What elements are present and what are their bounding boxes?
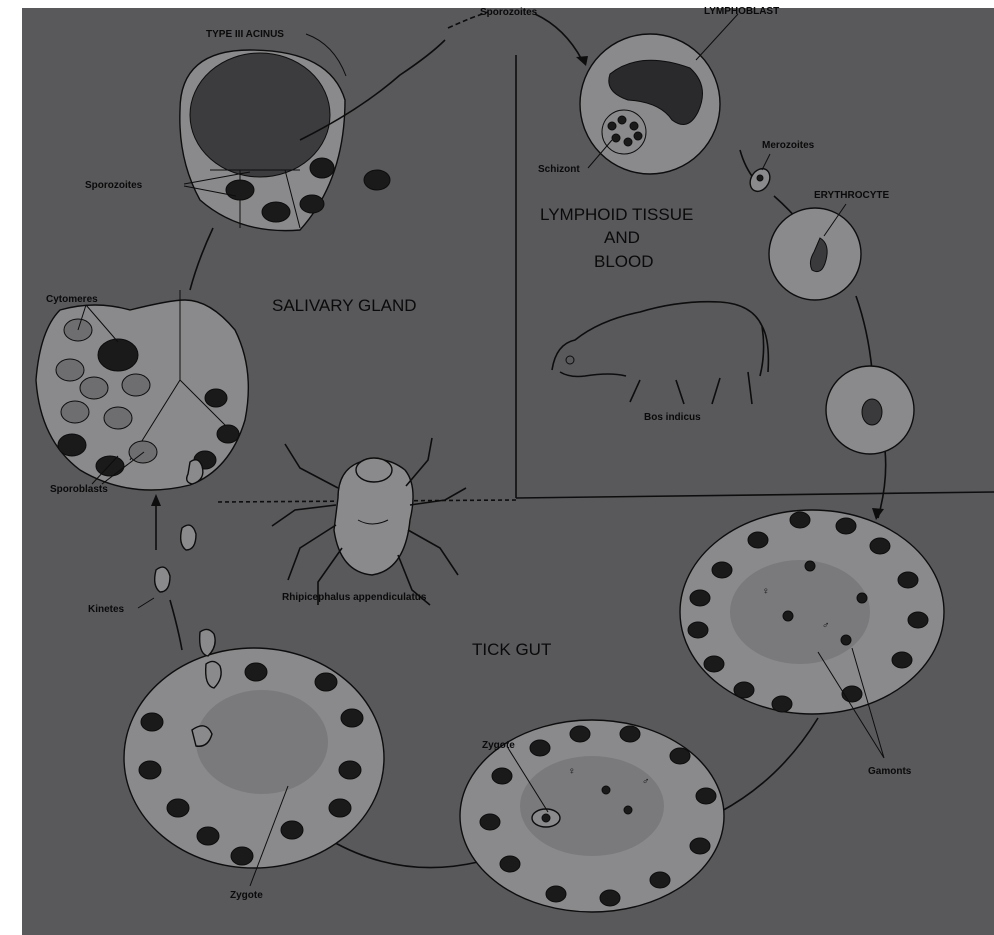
label-zygote-left: Zygote	[230, 890, 263, 901]
label-zygote-mid: Zygote	[482, 740, 515, 751]
female-symbol-zygote: ♀	[568, 766, 576, 777]
label-tick-gut: TICK GUT	[472, 640, 551, 659]
label-cytomeres: Cytomeres	[46, 294, 98, 305]
tick-gut-gamonts	[680, 510, 944, 714]
label-lymphoid-blood: BLOOD	[594, 252, 654, 271]
label-gamonts: Gamonts	[868, 766, 912, 777]
salivary-acinus-cytomeres	[36, 290, 248, 490]
tick-gut-kinetes	[124, 629, 384, 868]
label-lymphoid-and: AND	[604, 228, 640, 247]
bos-indicus-sketch	[552, 302, 768, 404]
horizontal-divider	[516, 492, 994, 498]
label-rhipicephalus: Rhipicephalus appendiculatus	[282, 592, 427, 603]
male-symbol-gamont: ♂	[822, 620, 830, 631]
label-salivary-gland: SALIVARY GLAND	[272, 296, 417, 315]
label-bos-indicus: Bos indicus	[644, 412, 701, 423]
male-symbol-zygote: ♂	[642, 776, 650, 787]
label-sporoblasts: Sporoblasts	[50, 484, 108, 495]
label-erythrocyte: ERYTHROCYTE	[814, 190, 890, 201]
label-sporozoites-top: Sporozoites	[480, 7, 538, 18]
label-sporozoites-left: Sporozoites	[85, 180, 143, 191]
tick-rhipicephalus	[272, 438, 466, 605]
erythrocyte-upper	[769, 208, 861, 300]
label-schizont: Schizont	[538, 164, 580, 175]
label-merozoites: Merozoites	[762, 140, 815, 151]
female-symbol-gamont: ♀	[762, 586, 770, 597]
label-lymphoid-tissue: LYMPHOID TISSUE	[540, 205, 693, 224]
erythrocyte-lower	[826, 366, 914, 454]
label-type-iii-acinus: TYPE III ACINUS	[206, 29, 284, 40]
label-kinetes: Kinetes	[88, 604, 125, 615]
label-lymphoblast: LYMPHOBLAST	[704, 6, 779, 17]
type-iii-acinus	[180, 40, 445, 231]
merozoite	[746, 165, 774, 195]
